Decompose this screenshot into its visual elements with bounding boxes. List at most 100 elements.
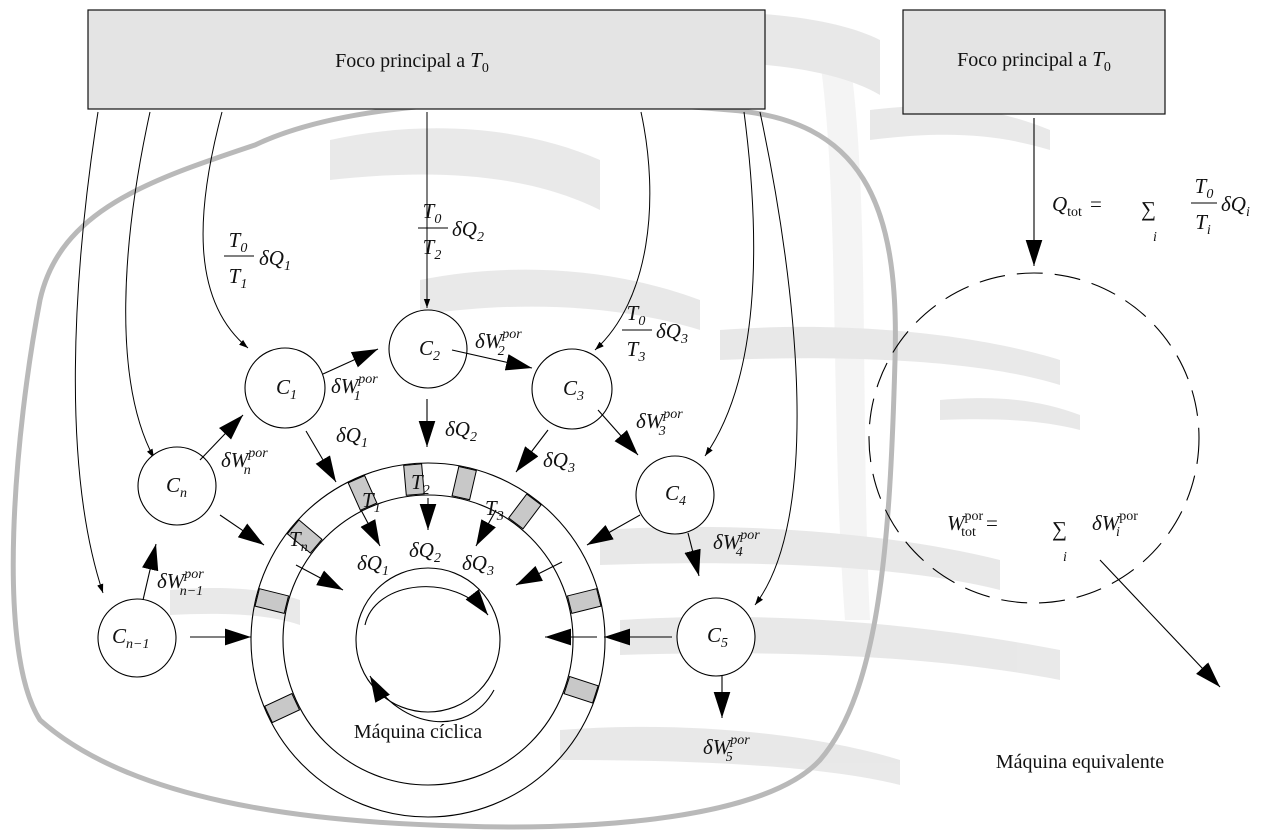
work-arrow-4 [684,532,701,577]
inner-arrow-n [295,564,344,591]
cycle-arrow-lower [369,675,495,723]
svg-text:∑: ∑ [1141,197,1156,221]
svg-text:T1: T1 [229,264,248,292]
equiv-work-arrow [1099,559,1221,688]
equivalent-machine-label: Máquina equivalente [996,751,1164,773]
equiv-engine [868,272,1200,604]
main-reservoir: Foco principal a T0 [87,9,766,110]
engines [97,309,756,678]
supply-arrow-c5 [754,111,798,606]
heat-in-labels: T0 T1 δQ1 T0 T2 δQ2 T0 T3 δQ3 [224,199,688,365]
equivalent-reservoir-label: Foco principal a T0 [957,47,1111,75]
work-arrow-1 [322,348,379,375]
equivalent-reservoir: Foco principal a T0 [902,9,1166,115]
svg-text:δQi: δQi [1221,192,1250,220]
supply-arrow-c4 [704,111,755,457]
cyclic-machine: Máquina cíclica [250,462,606,818]
inner-heat-label-3: δQ3 [462,551,494,579]
inner-arrow-3 [475,509,497,547]
ring-reservoir-blocks [254,463,602,724]
cyclic-machine-label: Máquina cíclica [354,721,482,743]
svg-text:δQ2: δQ2 [452,217,484,245]
engine-cn [137,446,217,526]
engine-c3 [531,348,613,430]
inner-arrow-1 [360,509,381,547]
cycle-arrow-upper [364,586,489,626]
heatout-c4 [586,514,641,546]
ring-temp-3: T3 [485,496,504,524]
heat-out-label-3: δQ3 [543,448,575,476]
engine-c2 [388,309,468,389]
supply-arrow-cn1 [74,111,104,594]
engine-c4 [635,455,715,535]
work-arrows [142,348,731,718]
background-decoration [150,11,1080,785]
ring-temp-2: T2 [411,470,430,498]
svg-text:T3: T3 [627,337,646,365]
inner-heat-arrows [295,498,597,646]
ring-temp-1: T1 [362,488,381,516]
engine-cn1 [97,598,177,678]
work-arrow-2 [451,349,533,371]
heat-out-label-2: δQ2 [445,417,477,445]
system-boundary [10,98,898,830]
heat-supply-arrows [74,111,798,606]
engine-c5-label: C5 [707,623,728,651]
heat-in-label-2: T0 T2 δQ2 [418,199,484,263]
heatout-cn [219,514,265,546]
engine-c1-label: C1 [276,375,297,403]
svg-text:i: i [1153,230,1157,245]
inner-heat-labels: δQ1 δQ2 δQ3 [357,538,494,579]
work-arrow-n [199,414,244,461]
engine-c1 [244,347,326,429]
svg-text:i: i [1063,550,1067,565]
heat-in-label-3: T0 T3 δQ3 [622,301,688,365]
engine-cn1-label: Cn−1 [112,624,149,652]
engine-c5 [676,597,756,677]
engine-c3-label: C3 [563,376,584,404]
svg-text:δQ1: δQ1 [259,246,291,274]
main-reservoir-label: Foco principal a T0 [335,48,489,76]
supply-arrow-c3 [594,111,651,351]
heatout-c3 [515,429,549,473]
svg-text:∑: ∑ [1052,517,1067,541]
q-total-equation: Qtot= ∑ i T0 Ti δQi [1052,174,1250,245]
work-arrow-n1 [142,543,159,601]
heat-in-label-1: T0 T1 δQ1 [224,228,291,292]
inner-heat-label-1: δQ1 [357,551,389,579]
supply-arrow-c1 [202,111,249,349]
heat-out-labels: δQ1 δQ2 δQ3 [336,417,575,476]
heat-out-arrows [190,399,672,646]
work-arrow-3 [597,409,639,456]
ring-temp-n: Tn [289,527,308,555]
svg-text:T0: T0 [627,301,646,329]
engine-c2-label: C2 [419,336,440,364]
inner-heat-label-2: δQ2 [409,538,441,566]
svg-text:T0: T0 [423,199,442,227]
engine-labels: C1 C2 C3 C4 C5 Cn Cn−1 [112,336,728,652]
heat-out-label-1: δQ1 [336,423,368,451]
svg-text:Qtot=: Qtot= [1052,192,1102,220]
svg-text:T0: T0 [1195,174,1214,202]
svg-text:Ti: Ti [1195,210,1211,238]
engine-cn-label: Cn [166,473,187,501]
svg-text:δQ3: δQ3 [656,319,688,347]
svg-text:T0: T0 [229,228,248,256]
ring-temperature-labels: T1 T2 T3 Tn [289,470,504,555]
engine-c4-label: C4 [665,481,686,509]
heatout-c1 [305,430,337,483]
svg-text:T2: T2 [423,235,442,263]
